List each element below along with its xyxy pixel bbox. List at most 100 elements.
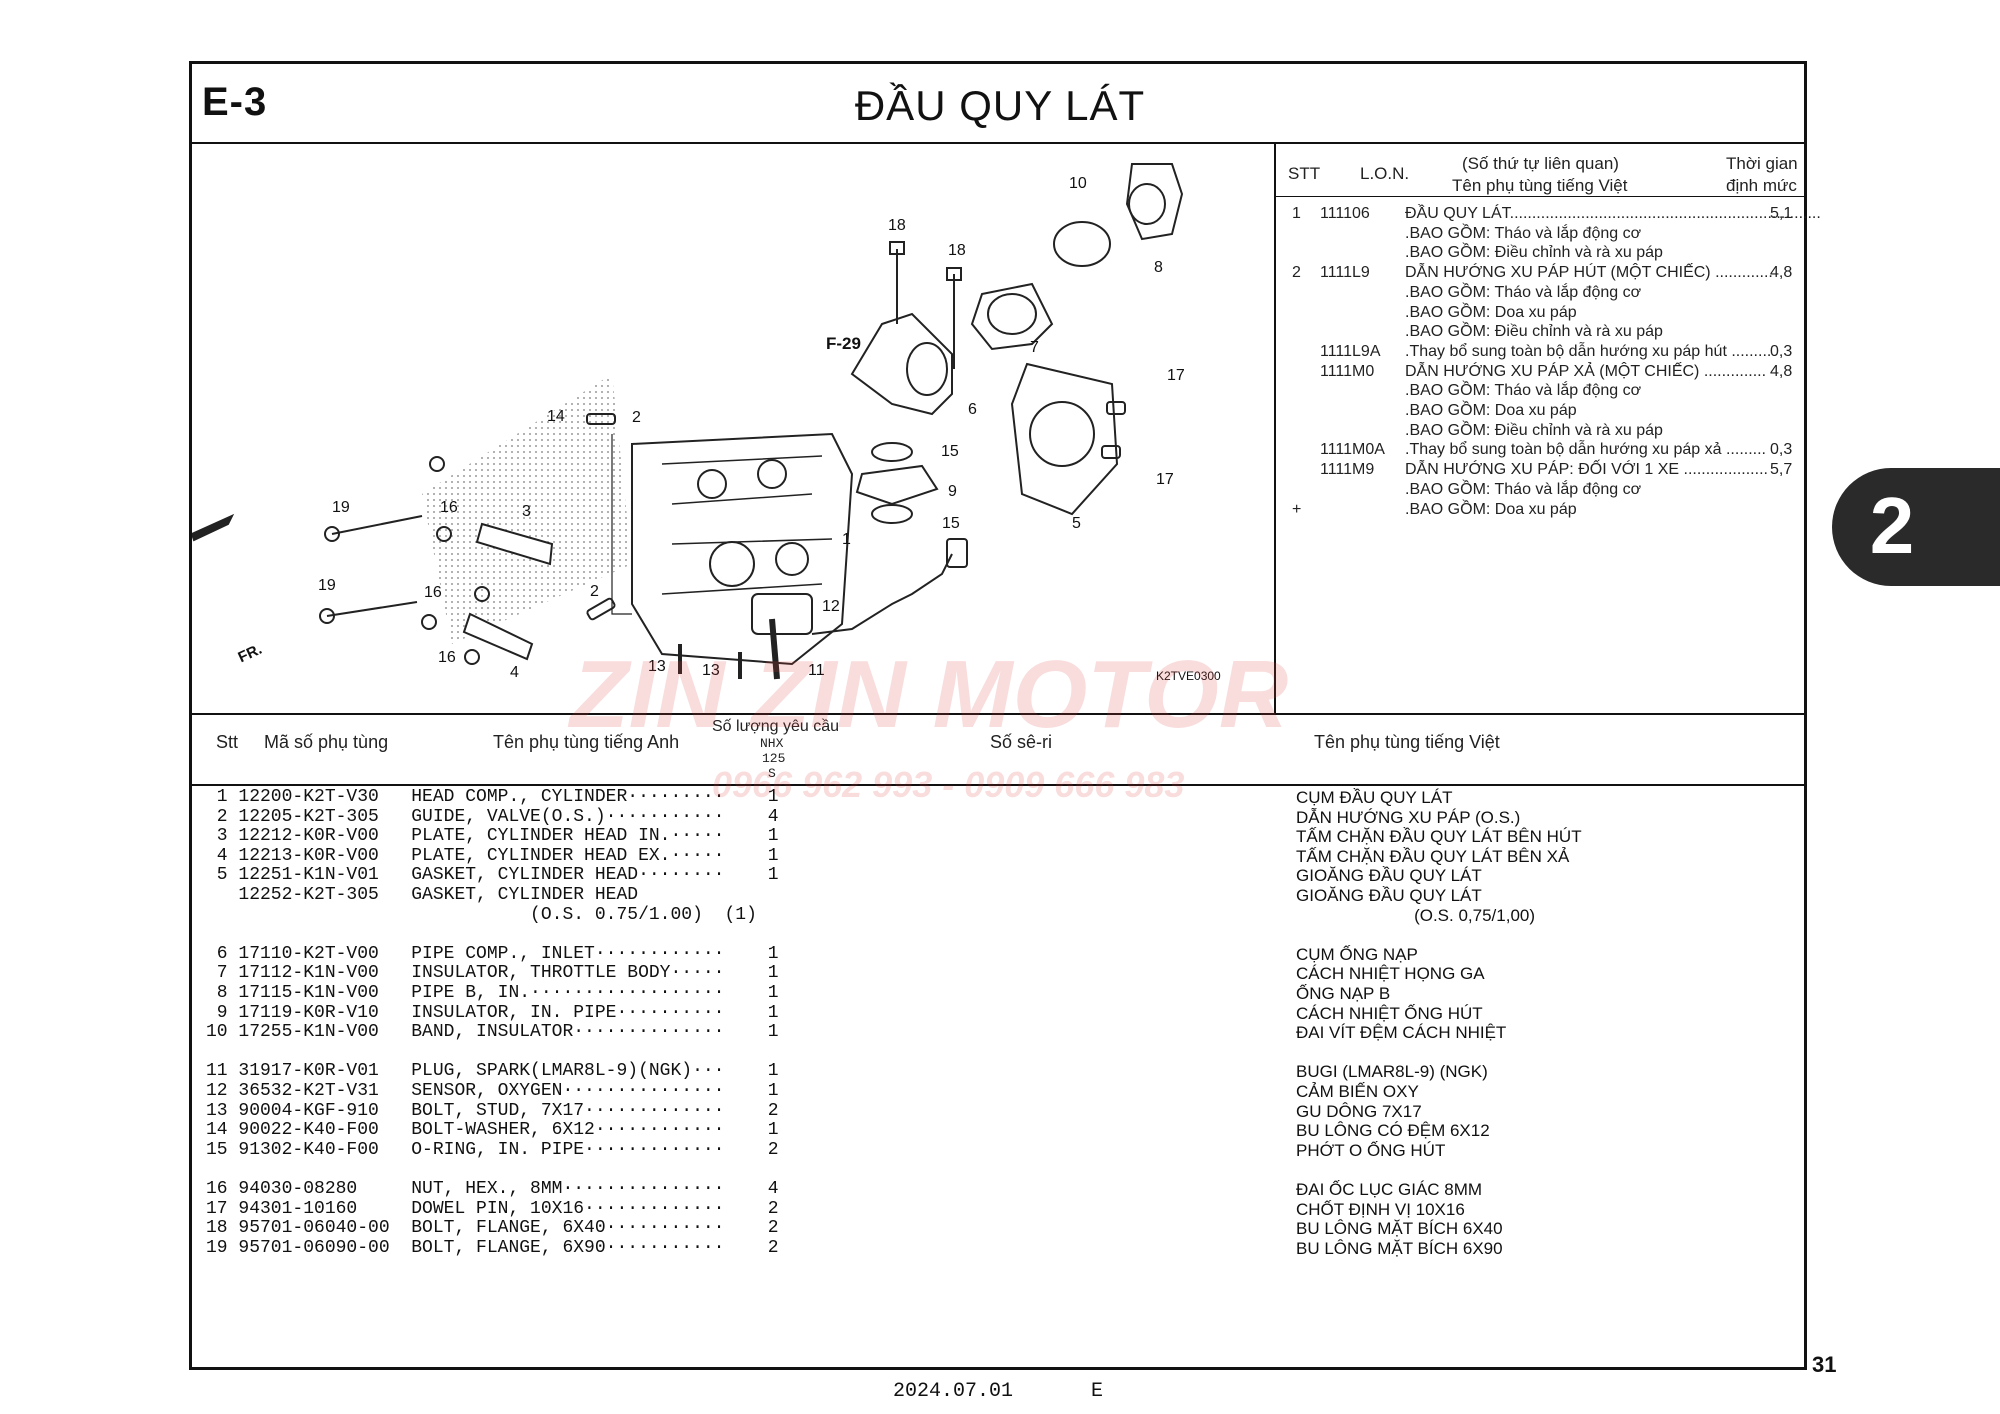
parts-row: 16 94030-08280 NUT, HEX., 8MM···········… xyxy=(206,1179,779,1199)
parts-row: 15 91302-K40-F00 O-RING, IN. PIPE·······… xyxy=(206,1139,779,1160)
labor-row-desc: .BAO GỒM: Tháo và lắp động cơ xyxy=(1405,382,1642,400)
callout-label: 17 xyxy=(1156,471,1174,488)
parts-row: 14 90022-K40-F00 BOLT-WASHER, 6X12······… xyxy=(206,1120,779,1141)
parts-row: 12252-K2T-305 GASKET, CYLINDER HEAD xyxy=(206,885,639,905)
parts-header-code: Mã số phụ tùng xyxy=(264,732,389,752)
callout-label: 8 xyxy=(1154,259,1163,276)
parts-header-rule xyxy=(189,784,1807,786)
labor-row-code: 111106 xyxy=(1320,205,1370,222)
parts-row-vn-name: PHỚT O ỐNG HÚT xyxy=(1296,1140,1446,1160)
labor-row-time: 4,8 xyxy=(1770,362,1793,380)
labor-row-time: 5,1 xyxy=(1770,205,1793,222)
callout-label: 16 xyxy=(424,584,442,601)
parts-row-vn-name: BU LÔNG MẶT BÍCH 6X40 xyxy=(1296,1219,1503,1239)
callout-label: 19 xyxy=(332,499,350,516)
parts-row-vn-name: ĐAI VÍT ĐỆM CÁCH NHIỆT xyxy=(1296,1023,1507,1043)
labor-divider xyxy=(1274,143,1276,713)
chapter-number: 2 xyxy=(1869,481,1915,570)
callout-label: 9 xyxy=(948,483,957,500)
labor-row-code: 1111M0 xyxy=(1320,362,1375,380)
callout-label: 1 xyxy=(842,531,851,548)
callout-label: 5 xyxy=(1072,515,1081,532)
parts-row: 2 12205-K2T-305 GUIDE, VALVE(O.S.)······… xyxy=(206,806,779,827)
footer-edition: E xyxy=(1091,1380,1104,1403)
section-code: E-3 xyxy=(202,80,268,124)
labor-header-time2: định mức xyxy=(1726,176,1797,195)
image-code: K2TVE0300 xyxy=(1156,669,1221,683)
labor-row-desc: .BAO GỒM: Doa xu páp xyxy=(1405,500,1577,518)
labor-row-desc: .BAO GỒM: Điều chỉnh và rà xu páp xyxy=(1405,421,1663,439)
parts-row: 13 90004-KGF-910 BOLT, STUD, 7X17·······… xyxy=(206,1100,779,1121)
callout-label: 10 xyxy=(1069,175,1087,192)
callout-label: 14 xyxy=(547,408,565,425)
labor-row-desc: .BAO GỒM: Điều chỉnh và rà xu páp xyxy=(1405,323,1663,341)
labor-row-time: 0,3 xyxy=(1770,441,1793,459)
parts-header-qty: Số lượng yêu cầu xyxy=(712,718,840,735)
callout-label: 4 xyxy=(510,664,519,681)
parts-row-vn-name: BU LÔNG MẶT BÍCH 6X90 xyxy=(1296,1238,1503,1258)
parts-row: 8 17115-K1N-V00 PIPE B, IN.·············… xyxy=(206,983,779,1003)
labor-row-desc: .Thay bổ sung toàn bộ dẫn hướng xu páp x… xyxy=(1405,441,1766,459)
parts-header-name-vn: Tên phụ tùng tiếng Việt xyxy=(1314,732,1500,752)
labor-row-desc: .BAO GỒM: Tháo và lắp động cơ xyxy=(1405,283,1642,301)
labor-row-desc: .Thay bổ sung toàn bộ dẫn hướng xu páp h… xyxy=(1405,342,1772,360)
labor-row-code: 1111M0A xyxy=(1320,441,1385,459)
labor-row-desc: DẪN HƯỚNG XU PÁP HÚT (MỘT CHIẾC) .......… xyxy=(1405,264,1773,282)
parts-row-vn-name: ỐNG NẠP B xyxy=(1296,984,1391,1003)
parts-row: 12 36532-K2T-V31 SENSOR, OXYGEN·········… xyxy=(206,1081,779,1101)
labor-header-related: (Số thứ tự liên quan) xyxy=(1462,154,1619,173)
parts-row-vn-name: CỤM ỐNG NẠP xyxy=(1296,944,1418,964)
gasket-shape xyxy=(1010,362,1119,516)
parts-row-vn-name: CÁCH NHIỆT ỐNG HÚT xyxy=(1296,1003,1483,1023)
title-rule xyxy=(189,142,1807,144)
parts-row-vn-name: GIOĂNG ĐẦU QUY LÁT xyxy=(1296,866,1482,886)
cylinder-head-shape xyxy=(631,432,854,666)
labor-row-desc: .BAO GỒM: Doa xu páp xyxy=(1405,402,1577,419)
parts-row-vn-name: CHỐT ĐỊNH VỊ 10X16 xyxy=(1296,1199,1465,1219)
parts-row-vn-name: ĐAI ỐC LỤC GIÁC 8MM xyxy=(1296,1180,1483,1199)
parts-row: 9 17119-K0R-V10 INSULATOR, IN. PIPE·····… xyxy=(206,1002,779,1023)
callout-label: 18 xyxy=(948,242,966,259)
callout-label: 17 xyxy=(1167,367,1185,384)
parts-row-vn-name: BUGI (LMAR8L-9) (NGK) xyxy=(1296,1062,1488,1082)
callout-label: 16 xyxy=(440,499,458,516)
labor-row-time: 5,7 xyxy=(1770,461,1793,479)
footer-date: 2024.07.01 xyxy=(893,1380,1014,1403)
parts-row-vn-name: GU DÔNG 7X17 xyxy=(1296,1101,1422,1121)
parts-row: 19 95701-06090-00 BOLT, FLANGE, 6X90····… xyxy=(206,1237,779,1258)
callout-label: 12 xyxy=(822,598,840,615)
parts-row-vn-name: CỤM ĐẦU QUY LÁT xyxy=(1296,788,1453,807)
callout-label: 16 xyxy=(438,649,456,666)
callout-label: 15 xyxy=(941,443,959,460)
pipe-b-shape xyxy=(1125,163,1184,241)
parts-row-vn-name: CÁCH NHIỆT HỌNG GA xyxy=(1296,964,1485,984)
parts-header-model3: S xyxy=(768,766,776,781)
callout-label: 6 xyxy=(968,401,977,418)
callout-label: 18 xyxy=(888,217,906,234)
parts-row: 7 17112-K1N-V00 INSULATOR, THROTTLE BODY… xyxy=(206,963,779,984)
parts-row: 1 12200-K2T-V30 HEAD COMP., CYLINDER····… xyxy=(206,787,779,807)
page-title: ĐẦU QUY LÁT xyxy=(854,82,1146,129)
watermark-brand: ZIN ZIN MOTOR xyxy=(570,641,1289,748)
page-frame xyxy=(189,61,1807,1370)
parts-row-vn-name: (O.S. 0,75/1,00) xyxy=(1296,905,1536,925)
callout-label: 11 xyxy=(808,662,825,679)
labor-header-name: Tên phụ tùng tiếng Việt xyxy=(1452,176,1628,195)
labor-header-stt: STT xyxy=(1288,164,1321,183)
labor-header-lon: L.O.N. xyxy=(1360,164,1410,183)
parts-row: 5 12251-K1N-V01 GASKET, CYLINDER HEAD···… xyxy=(206,865,779,886)
labor-row-code: 1111L9A xyxy=(1320,342,1381,360)
inlet-pipe-shape xyxy=(850,312,953,416)
labor-row-desc: .BAO GỒM: Điều chỉnh và rà xu páp xyxy=(1405,244,1663,262)
parts-row: 17 94301-10160 DOWEL PIN, 10X16·········… xyxy=(206,1198,779,1219)
labor-header-time: Thời gian xyxy=(1726,154,1798,173)
chapter-tab: 2 xyxy=(1832,468,2000,586)
shading-area xyxy=(422,374,632,644)
parts-row: 10 17255-K1N-V00 BAND, INSULATOR········… xyxy=(206,1022,779,1043)
labor-row-time: 0,3 xyxy=(1770,342,1793,360)
labor-header-rule xyxy=(1275,196,1806,197)
labor-row-desc: ĐẦU QUY LÁT.............................… xyxy=(1405,205,1821,222)
insulator-shape xyxy=(970,282,1054,351)
parts-header-name-en: Tên phụ tùng tiếng Anh xyxy=(493,732,680,752)
